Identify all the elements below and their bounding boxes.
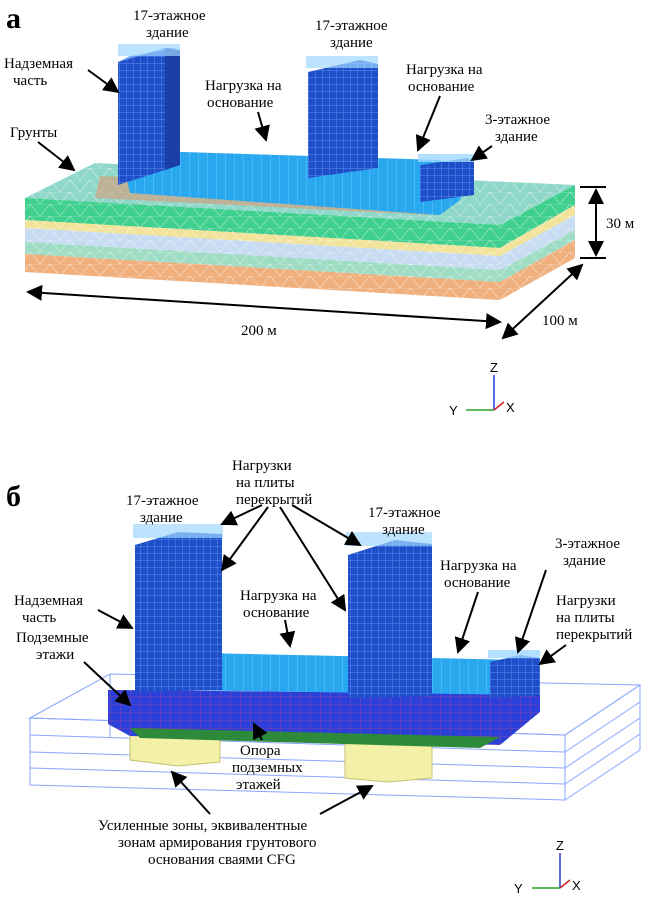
dim-length-label: 200 м (241, 323, 277, 339)
label-bldg17-left-a: 17-этажное здание (133, 8, 209, 41)
svg-text:X: X (572, 878, 581, 893)
label-bldg3-b: 3-этажное здание (555, 536, 624, 569)
svg-text:Z: Z (556, 838, 564, 853)
dim-width-label: 100 м (542, 313, 578, 329)
underground-floors (108, 690, 540, 748)
svg-text:X: X (506, 400, 515, 415)
dim-length-a (26, 284, 502, 330)
label-soils-a: Грунты (10, 125, 57, 141)
label-underground-b: Подземные этажи (16, 630, 92, 663)
panel-a: а (4, 2, 635, 418)
building-3-b (488, 650, 540, 698)
label-bldg17-right-b: 17-этажное здание (368, 505, 444, 538)
tower-left-a (118, 44, 180, 185)
svg-text:Z: Z (490, 360, 498, 375)
svg-text:Y: Y (449, 403, 458, 418)
label-bldg3-a: 3-этажное здание (485, 112, 554, 145)
tower-right-loads (306, 56, 378, 68)
arrow-bldg3-a (470, 145, 493, 162)
load-base-area-b (160, 652, 535, 695)
x-axis-b (559, 879, 571, 889)
arrow-soils-a (37, 141, 76, 172)
label-load-base-right-b: Нагрузка на основание (440, 558, 520, 591)
label-above-ground-b: Надземная часть (14, 593, 87, 626)
label-bldg17-right-a: 17-этажное здание (315, 18, 391, 51)
label-load-base-center-b: Нагрузка на основание (240, 588, 320, 621)
label-reinforced-b: Усиленные зоны, эквивалентные зонам арми… (98, 818, 320, 868)
tower-right-b (346, 532, 432, 698)
underground-support (130, 728, 500, 748)
podium-slab-a (120, 150, 470, 215)
label-floor-loads-right-b: Нагрузки на плиты перекрытий (556, 593, 632, 643)
label-bldg17-left-b: 17-этажное здание (126, 493, 202, 526)
tower-right-a (306, 56, 378, 178)
dim-height-label: 30 м (606, 216, 635, 232)
svg-text:Y: Y (514, 881, 523, 896)
load-base-area (120, 150, 470, 215)
panel-b: б (6, 458, 642, 896)
label-load-base-right-a: Нагрузка на основание (406, 62, 486, 95)
tower-left-loads (118, 44, 180, 56)
x-axis-a (493, 401, 505, 411)
dim-width-a (501, 263, 584, 340)
axes-triad-a: Z Y X (449, 360, 515, 418)
tower-left-b (133, 524, 223, 692)
panel-a-letter: а (6, 2, 21, 35)
arrow-load-base-center-a (254, 111, 270, 142)
label-support-b: Опора подземных этажей (232, 743, 306, 793)
label-floor-loads-top-b: Нагрузки на плиты перекрытий (232, 458, 312, 508)
panel-b-letter: б (6, 480, 21, 513)
arrow-load-base-right-a (415, 95, 441, 152)
label-above-ground-a: Надземная часть (4, 56, 77, 89)
arrow-above-ground-a (87, 69, 120, 94)
axes-triad-b: Z Y X (514, 838, 581, 896)
building-3-a (418, 154, 474, 202)
label-load-base-center-a: Нагрузка на основание (205, 78, 285, 111)
